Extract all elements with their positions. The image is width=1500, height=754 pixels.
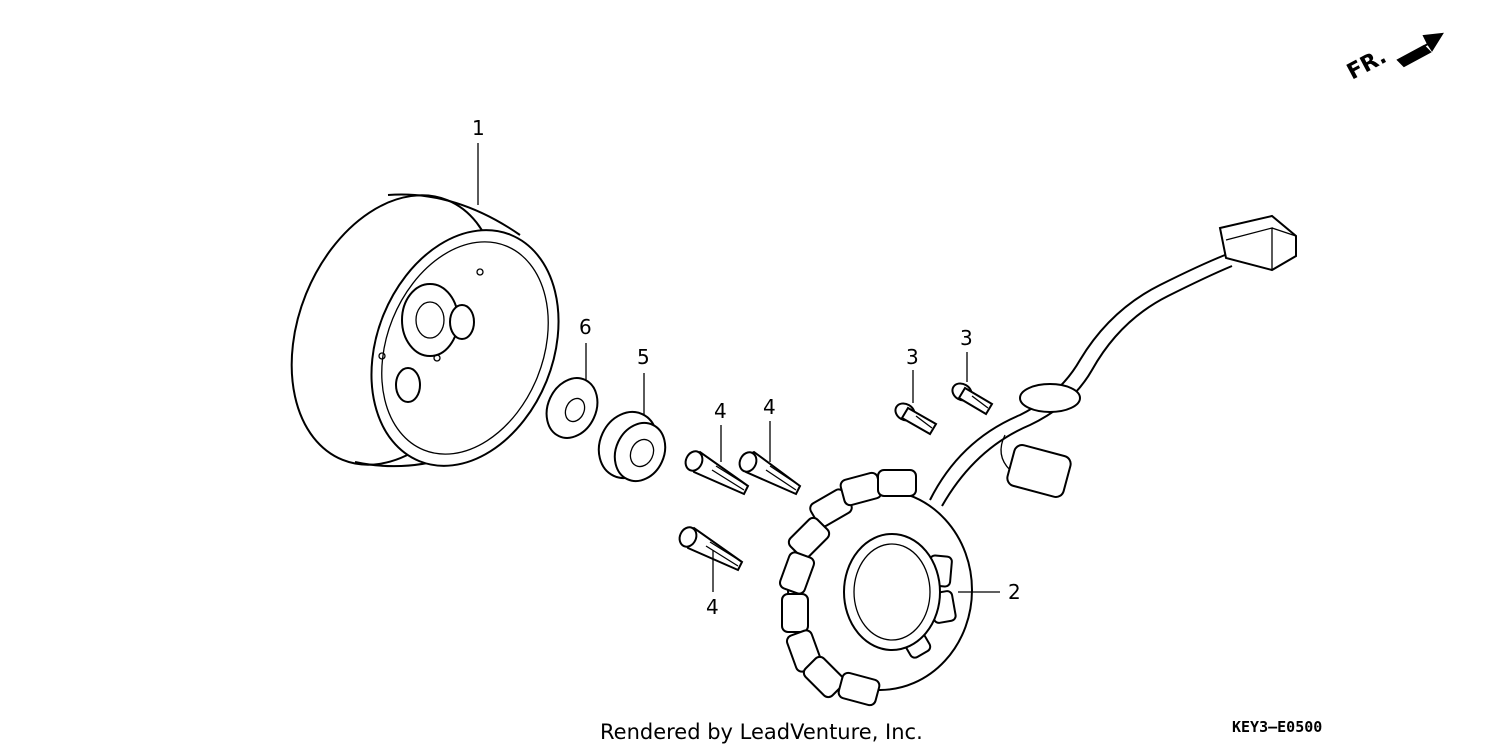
fr-label: FR. <box>1343 44 1391 85</box>
bolt-4c-part[interactable] <box>677 525 744 572</box>
flywheel-part[interactable] <box>254 164 593 496</box>
collar-part[interactable] <box>588 402 674 489</box>
callout-4a[interactable]: 4 <box>714 399 727 423</box>
diagram-code: KEY3–E0500 <box>1232 718 1322 736</box>
front-arrow-icon <box>1396 32 1444 68</box>
callout-3b[interactable]: 3 <box>960 326 973 350</box>
callout-5[interactable]: 5 <box>637 345 650 369</box>
callout-1[interactable]: 1 <box>472 116 485 140</box>
callout-4b[interactable]: 4 <box>763 395 776 419</box>
bolt-3a-part[interactable] <box>892 400 938 436</box>
callout-4c[interactable]: 4 <box>706 595 719 619</box>
bolt-4a-part[interactable] <box>683 449 750 496</box>
bolt-4b-part[interactable] <box>737 450 802 496</box>
callout-6[interactable]: 6 <box>579 315 592 339</box>
callout-2[interactable]: 2 <box>1008 580 1021 604</box>
stator-part[interactable] <box>778 214 1297 707</box>
render-credit: Rendered by LeadVenture, Inc. <box>600 720 923 744</box>
washer-part[interactable] <box>537 370 607 446</box>
callout-3a[interactable]: 3 <box>906 345 919 369</box>
bolt-3b-part[interactable] <box>949 380 994 416</box>
front-direction-indicator: FR. <box>1343 32 1444 85</box>
